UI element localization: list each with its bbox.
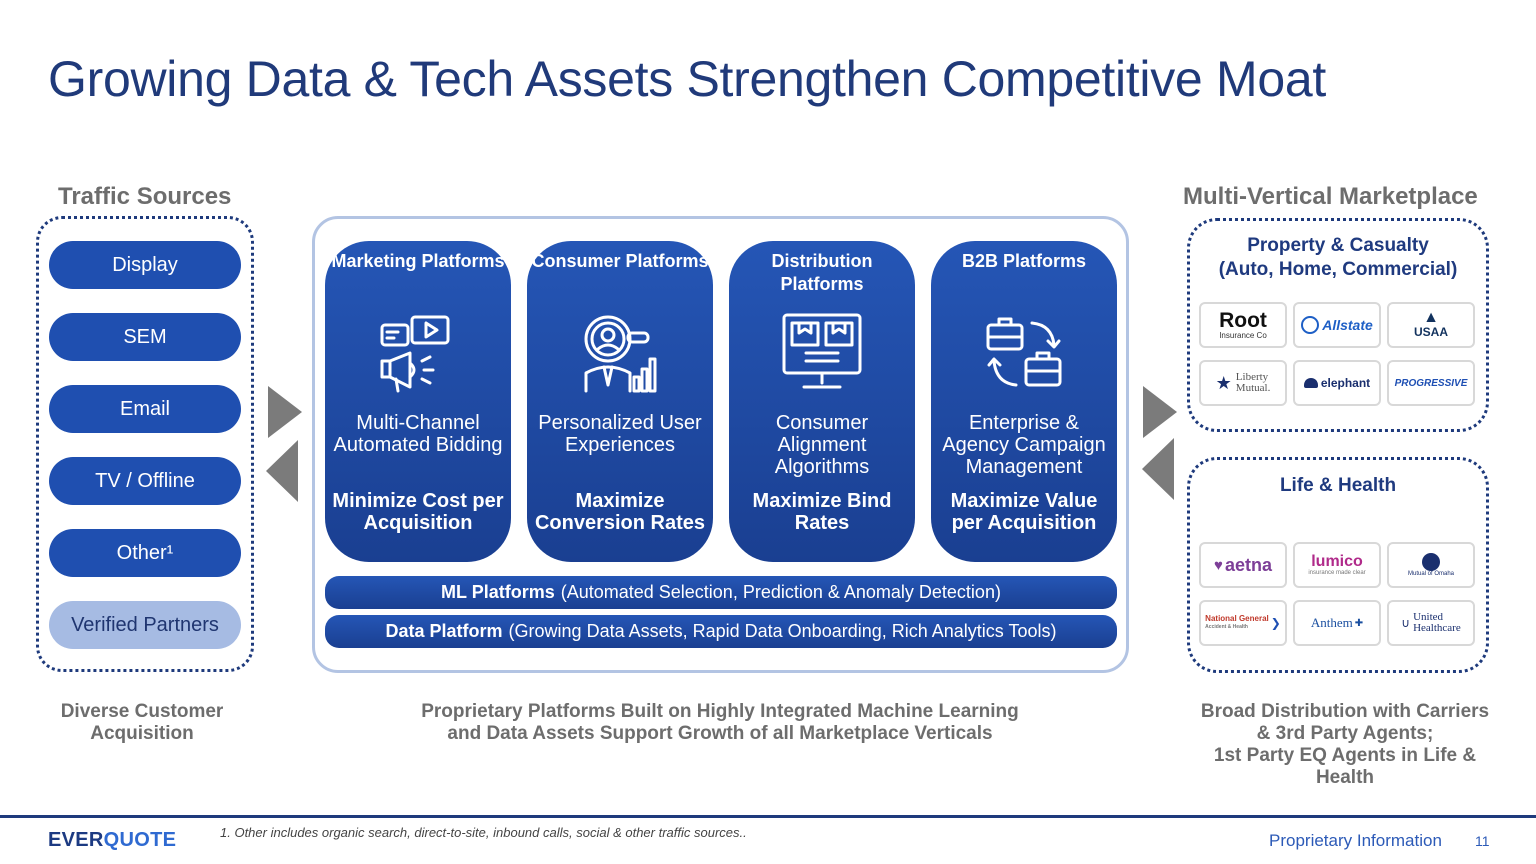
platform-description: Consumer Alignment Algorithms xyxy=(774,412,870,478)
footer-divider xyxy=(0,815,1536,818)
page-number: 11 xyxy=(1475,833,1490,849)
root-logo: Root Insurance Co xyxy=(1199,302,1287,348)
platform-goal: Maximize Conversion Rates xyxy=(534,490,706,534)
traffic-item-other: Other¹ xyxy=(49,529,241,577)
everquote-logo: EVERQUOTE xyxy=(48,829,177,851)
platform-title: Distribution Platforms xyxy=(771,251,873,294)
platform-card-distribution: Distribution Platforms Consumer Alignmen… xyxy=(729,241,915,562)
allstate-hands-icon xyxy=(1301,316,1320,334)
magnify-user-chart-icon xyxy=(584,315,657,393)
traffic-sources-box xyxy=(36,216,254,672)
lumico-logo: lumico insurance made clear xyxy=(1293,542,1381,588)
platform-title: Marketing Platforms xyxy=(331,251,505,271)
usaa-logo: ▲ USAA xyxy=(1387,302,1475,348)
blue-cross-icon: ✚ xyxy=(1354,617,1364,629)
elephant-icon xyxy=(1303,378,1318,388)
allstate-logo: Allstate xyxy=(1293,302,1381,348)
platform-description: Multi-Channel Automated Bidding xyxy=(333,412,503,456)
platform-goal: Maximize Value per Acquisition xyxy=(950,490,1098,534)
ml-platforms-label: ML Platforms xyxy=(441,582,555,602)
caption-left: Diverse Customer Acquisition xyxy=(60,701,224,744)
arrow-right-icon xyxy=(1143,386,1177,438)
data-platform-detail: (Growing Data Assets, Rapid Data Onboard… xyxy=(508,621,1057,641)
platform-goal: Minimize Cost per Acquisition xyxy=(332,490,504,534)
heart-icon: ♥ xyxy=(1214,556,1223,574)
ml-platforms-detail: (Automated Selection, Prediction & Anoma… xyxy=(560,582,1001,602)
statue-of-liberty-icon: ★ xyxy=(1215,372,1232,393)
omaha-chief-icon xyxy=(1422,553,1440,571)
caption-center: Proprietary Platforms Built on Highly In… xyxy=(421,701,1019,744)
platform-title: Consumer Platforms xyxy=(531,251,709,271)
liberty-mutual-logo: ★ Liberty Mutual. xyxy=(1199,360,1287,406)
united-healthcare-logo: ∪ United Healthcare xyxy=(1387,600,1475,646)
megaphone-video-icon xyxy=(380,315,450,393)
arrow-left-icon xyxy=(1142,438,1174,500)
property-casualty-box: Property & Casualty (Auto, Home, Commerc… xyxy=(1187,218,1489,432)
anthem-logo: Anthem ✚ xyxy=(1293,600,1381,646)
platform-description: Enterprise & Agency Campaign Management xyxy=(942,412,1106,478)
usaa-eagle-icon: ▲ xyxy=(1423,309,1439,326)
arrow-left-icon xyxy=(266,440,298,502)
traffic-item-sem: SEM xyxy=(49,313,241,361)
traffic-item-display: Display xyxy=(49,241,241,289)
traffic-sources-heading: Traffic Sources xyxy=(58,183,232,210)
platform-description: Personalized User Experiences xyxy=(538,412,702,456)
national-general-logo: National General Accident & Health ❯ xyxy=(1199,600,1287,646)
mutual-of-omaha-logo: Mutual of Omaha xyxy=(1387,542,1475,588)
arrow-right-icon xyxy=(268,386,302,438)
monitor-dashboard-icon xyxy=(782,313,862,389)
united-u-icon: ∪ xyxy=(1401,616,1411,630)
aetna-logo: ♥ aetna xyxy=(1199,542,1287,588)
platform-card-b2b: B2B Platforms Enterprise & Agency Campai… xyxy=(931,241,1117,562)
pc-title: Property & Casualty (Auto, Home, Commerc… xyxy=(1218,235,1458,280)
proprietary-information: Proprietary Information xyxy=(1269,831,1442,850)
traffic-item-tv-offline: TV / Offline xyxy=(49,457,241,505)
page-title: Growing Data & Tech Assets Strengthen Co… xyxy=(48,51,1326,107)
progressive-logo: PROGRESSIVE xyxy=(1387,360,1475,406)
life-health-box: Life & Health xyxy=(1187,457,1489,673)
platform-title: B2B Platforms xyxy=(961,251,1087,271)
platform-card-marketing: Marketing Platforms Multi-Channel Automa… xyxy=(325,241,511,562)
chevron-right-icon: ❯ xyxy=(1270,616,1281,630)
traffic-item-verified-partners: Verified Partners xyxy=(49,601,241,649)
marketplace-heading: Multi-Vertical Marketplace xyxy=(1183,183,1478,210)
caption-right: Broad Distribution with Carriers & 3rd P… xyxy=(1200,701,1490,788)
data-platform-label: Data Platform xyxy=(385,621,503,641)
footnote: 1. Other includes organic search, direct… xyxy=(220,825,747,840)
elephant-logo: elephant xyxy=(1293,360,1381,406)
data-platform-bar: Data Platform (Growing Data Assets, Rapi… xyxy=(325,615,1117,648)
lh-title: Life & Health xyxy=(1279,475,1397,496)
traffic-item-email: Email xyxy=(49,385,241,433)
ml-platforms-bar: ML Platforms (Automated Selection, Predi… xyxy=(325,576,1117,609)
platforms-frame xyxy=(312,216,1129,673)
platform-goal: Maximize Bind Rates xyxy=(752,490,892,534)
platform-card-consumer: Consumer Platforms Personalized User Exp… xyxy=(527,241,713,562)
briefcase-exchange-icon xyxy=(986,317,1062,387)
